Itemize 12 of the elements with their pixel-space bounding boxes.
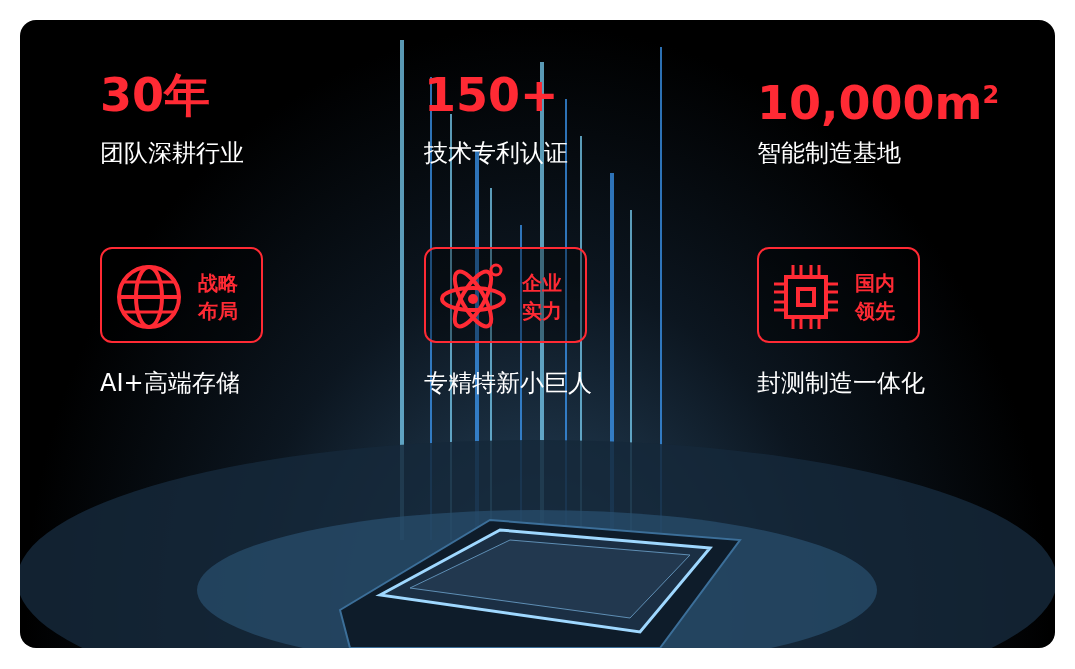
badge-box: [424, 247, 587, 343]
badge-caption: 封测制造一体化: [757, 368, 925, 398]
badge-text: 企业实力: [522, 270, 563, 325]
badge-text: 战略布局: [198, 270, 239, 325]
badge-box: [100, 247, 263, 343]
badge-text: 国内领先: [855, 270, 896, 325]
badge-box: [757, 247, 920, 343]
badge-caption: AI+高端存储: [100, 368, 240, 398]
stat-caption: 智能制造基地: [757, 138, 901, 168]
stat-number: 10,000m$^{2}$: [757, 75, 1000, 131]
stat-caption: 团队深耕行业: [100, 138, 244, 168]
stat-number: 30年: [100, 68, 210, 122]
